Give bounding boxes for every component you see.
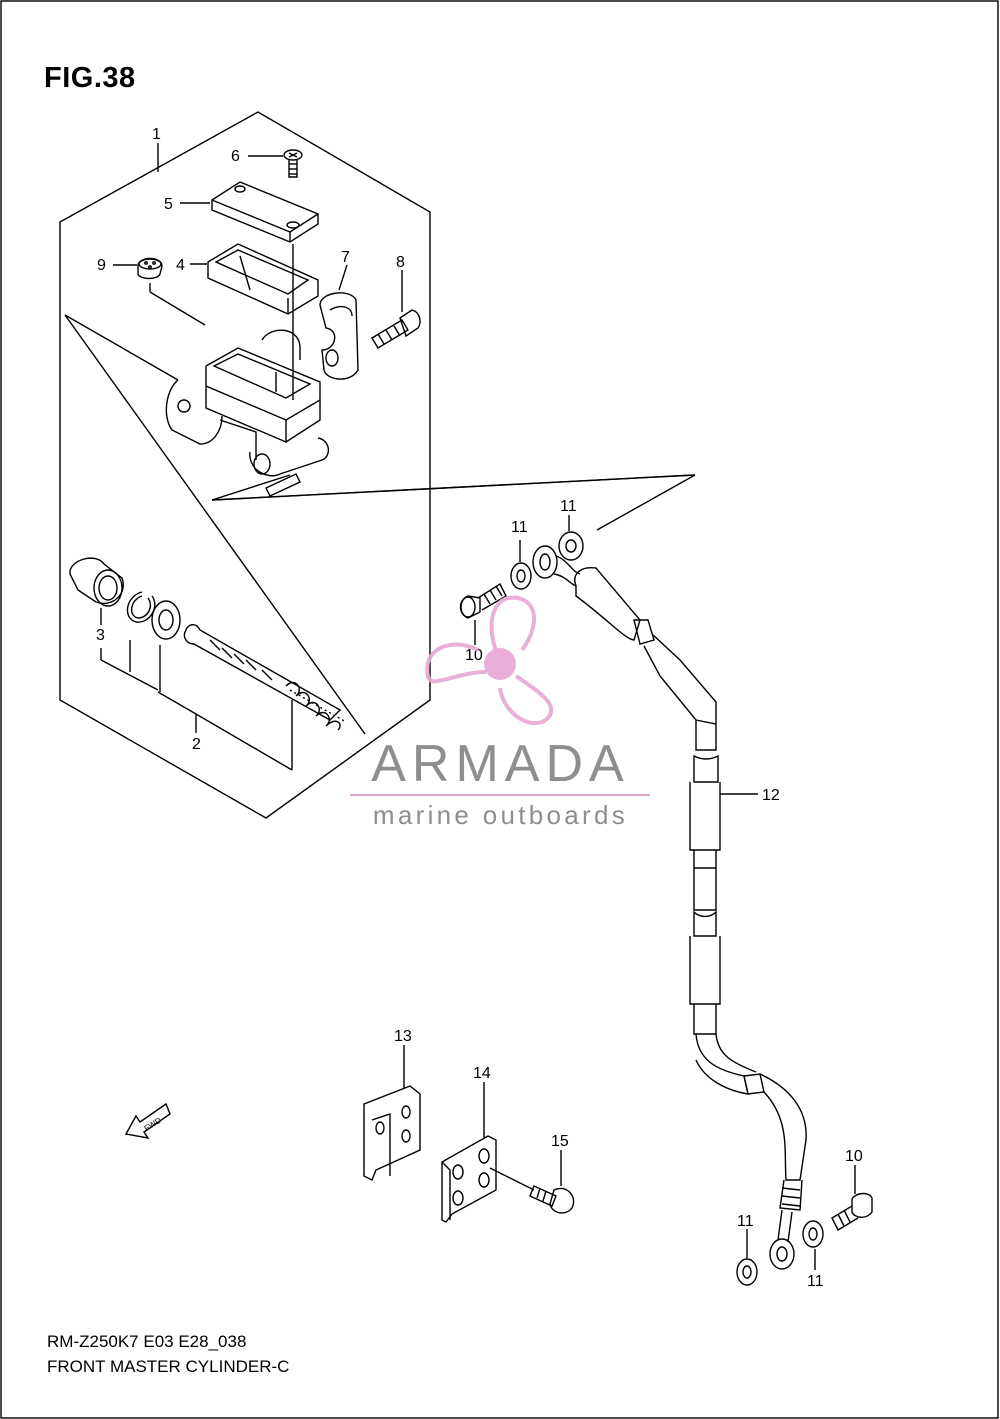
- cap-screw: [283, 149, 303, 178]
- banjo-bolt-upper: [459, 582, 507, 619]
- callout-10-lower: 10: [845, 1148, 863, 1165]
- callout-1: 1: [152, 126, 161, 143]
- callout-7: 7: [341, 249, 350, 266]
- dust-boot: [69, 557, 124, 607]
- piston-assembly: [183, 624, 347, 731]
- callout-2: 2: [192, 736, 201, 753]
- holder-clamp: [319, 292, 359, 380]
- footer-figure-name: FRONT MASTER CYLINDER-C: [47, 1357, 290, 1376]
- callout-11-upper-b: 11: [560, 498, 577, 515]
- hose-guide-13: [363, 1085, 421, 1181]
- callout-6: 6: [231, 148, 240, 165]
- hose-guide-14: [441, 1135, 497, 1223]
- watermark-rule: [350, 794, 650, 796]
- footer-model-code: RM-Z250K7 E03 E28_038: [47, 1332, 247, 1351]
- callout-11-lower-b: 11: [807, 1273, 824, 1290]
- piston-washer: [151, 600, 181, 640]
- guide-bolt: [529, 1185, 575, 1214]
- callout-9: 9: [97, 257, 106, 274]
- callout-14: 14: [473, 1065, 491, 1082]
- watermark-brand: ARMADA: [371, 735, 630, 793]
- master-cylinder-body: [165, 329, 329, 497]
- diaphragm-plate: [207, 243, 319, 315]
- propeller-logo-icon: [425, 595, 554, 725]
- circlip: [126, 591, 156, 623]
- callout-12: 12: [762, 787, 780, 804]
- callout-3: 3: [96, 627, 105, 644]
- callout-8: 8: [396, 254, 405, 271]
- reservoir-cap: [211, 181, 319, 243]
- washer-upper-a: [510, 562, 532, 590]
- washer-lower-a: [736, 1258, 758, 1286]
- callout-11-lower-a: 11: [737, 1213, 754, 1230]
- callout-10-upper: 10: [465, 647, 483, 664]
- watermark-tagline: marine outboards: [372, 800, 629, 830]
- washer-upper-b: [558, 531, 584, 561]
- callout-4: 4: [176, 257, 185, 274]
- forward-arrow-icon: [124, 1102, 171, 1139]
- callout-13: 13: [394, 1028, 412, 1045]
- callout-15: 15: [551, 1133, 569, 1150]
- callout-5: 5: [164, 196, 173, 213]
- assembly-box: [59, 111, 431, 819]
- banjo-bolt-lower: [831, 1192, 873, 1231]
- figure-title: FIG.38: [44, 62, 136, 94]
- callout-11-upper-a: 11: [511, 519, 528, 536]
- reservoir-plug: [137, 257, 163, 280]
- washer-lower-b: [802, 1220, 824, 1248]
- brake-hose: [532, 545, 807, 1270]
- holder-bolt: [371, 309, 421, 349]
